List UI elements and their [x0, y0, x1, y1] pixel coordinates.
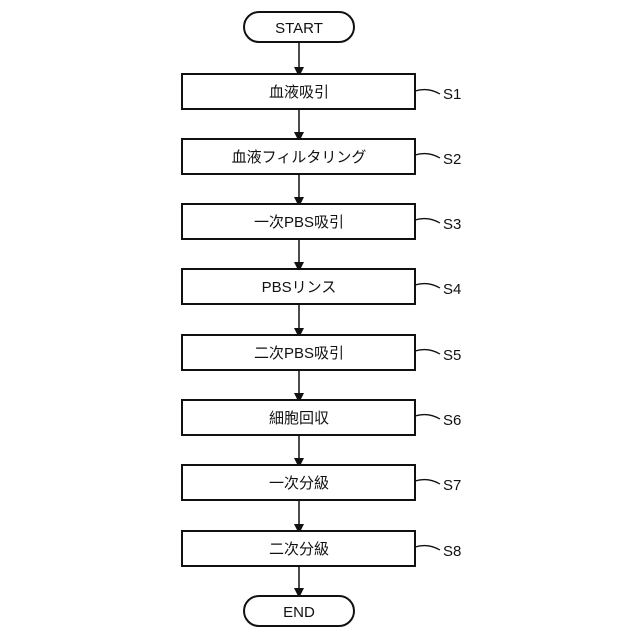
step-s3: 一次PBS吸引 S3 [182, 204, 461, 239]
step-s7-text: 一次分級 [269, 475, 329, 492]
step-s2-text: 血液フィルタリング [232, 149, 367, 166]
step-s4-id: S4 [443, 281, 461, 298]
step-s3-id: S3 [443, 216, 461, 233]
step-s6-id: S6 [443, 412, 461, 429]
start-terminal: START [244, 12, 354, 42]
step-s5-text: 二次PBS吸引 [254, 345, 344, 362]
step-s7-id: S7 [443, 477, 461, 494]
step-s5-leader [415, 350, 440, 354]
step-s2-id: S2 [443, 151, 461, 168]
step-s4: PBSリンス S4 [182, 269, 461, 304]
step-s4-text: PBSリンス [262, 279, 337, 296]
step-s2: 血液フィルタリング S2 [182, 139, 461, 174]
step-s8-text: 二次分級 [269, 541, 329, 558]
step-s4-leader [415, 284, 440, 288]
end-terminal: END [244, 596, 354, 626]
step-s1: 血液吸引 S1 [182, 74, 461, 109]
step-s6-text: 細胞回収 [269, 410, 329, 427]
step-s1-id: S1 [443, 86, 461, 103]
step-s8: 二次分級 S8 [182, 531, 461, 566]
step-s1-leader [415, 90, 440, 94]
step-s8-id: S8 [443, 543, 461, 560]
step-s6: 細胞回収 S6 [182, 400, 461, 435]
step-s2-leader [415, 154, 440, 158]
step-s5: 二次PBS吸引 S5 [182, 335, 461, 370]
step-s7-leader [415, 480, 440, 484]
step-s5-id: S5 [443, 347, 461, 364]
step-s3-leader [415, 219, 440, 223]
step-s1-text: 血液吸引 [269, 84, 329, 101]
step-s7: 一次分級 S7 [182, 465, 461, 500]
start-label: START [275, 20, 323, 37]
step-s6-leader [415, 415, 440, 419]
step-s8-leader [415, 546, 440, 550]
end-label: END [283, 604, 315, 621]
step-s3-text: 一次PBS吸引 [254, 214, 344, 231]
